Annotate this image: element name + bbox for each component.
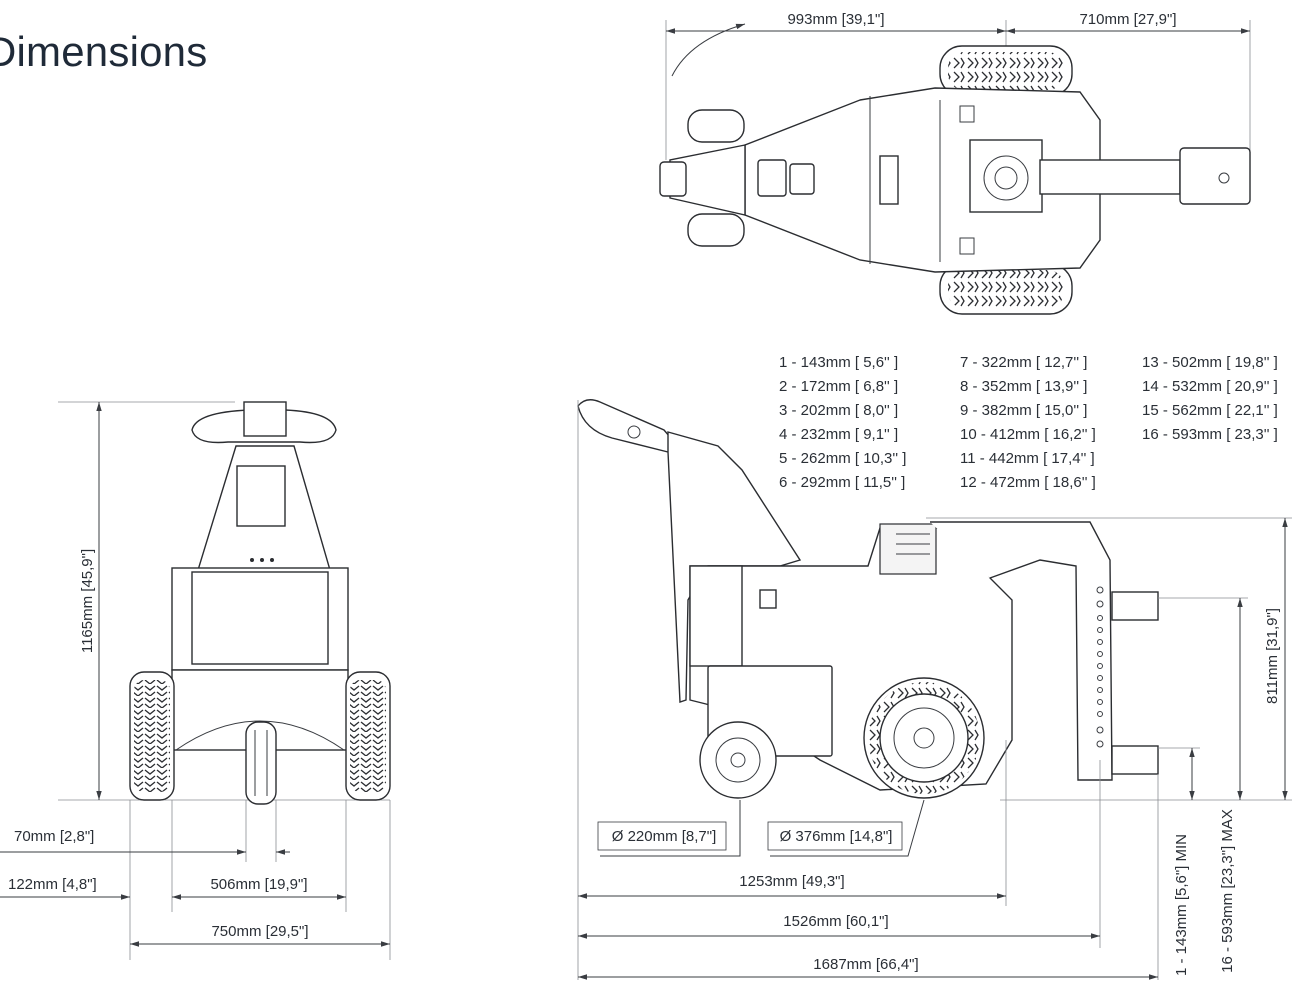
top-handle-grip <box>659 161 687 197</box>
dim-side-length-2: 1526mm [60,1"] <box>783 913 888 930</box>
dim-top-length: 993mm [39,1"] <box>787 11 884 28</box>
hitch-position-legend: 1 - 143mm [ 5,6'' ] 2 - 172mm [ 6,8'' ] … <box>779 354 1278 491</box>
dim-top-hitch: 710mm [27,9"] <box>1079 11 1176 28</box>
top-view <box>659 20 1251 315</box>
dim-front-width: 750mm [29,5"] <box>211 923 308 940</box>
side-hitch-lower <box>1111 745 1159 775</box>
legend-item: 10 - 412mm [ 16,2'' ] <box>960 426 1096 443</box>
dim-side-height: 811mm [31,9"] <box>1264 608 1281 704</box>
dim-side-length-3: 1687mm [66,4"] <box>813 956 918 973</box>
front-panel <box>236 465 286 527</box>
side-view <box>577 399 1292 980</box>
top-handle-lower <box>687 213 745 247</box>
legend-item: 12 - 472mm [ 18,6'' ] <box>960 474 1096 491</box>
legend-item: 9 - 382mm [ 15,0'' ] <box>960 402 1087 419</box>
side-panel <box>689 565 743 667</box>
front-view <box>0 401 391 960</box>
top-plate <box>879 155 899 205</box>
top-motor <box>969 139 1043 213</box>
legend-item: 13 - 502mm [ 19,8'' ] <box>1142 354 1278 371</box>
legend-item: 2 - 172mm [ 6,8'' ] <box>779 378 898 395</box>
top-hitch-head <box>1179 147 1251 205</box>
dim-hitch-max: 16 - 593mm [23,3"] MAX <box>1219 809 1236 973</box>
dim-front-height: 1165mm [45,9"] <box>79 549 96 653</box>
front-castor-wheel <box>245 721 277 805</box>
top-hitch-arm <box>1039 159 1181 195</box>
dim-front-wheel: Ø 220mm [8,7"] <box>612 828 717 845</box>
legend-item: 5 - 262mm [ 10,3'' ] <box>779 450 906 467</box>
legend-item: 7 - 322mm [ 12,7'' ] <box>960 354 1087 371</box>
legend-item: 1 - 143mm [ 5,6'' ] <box>779 354 898 371</box>
legend-item: 8 - 352mm [ 13,9'' ] <box>960 378 1087 395</box>
front-handle-head <box>243 401 287 437</box>
side-motor <box>879 523 937 575</box>
hitch-holes <box>1096 586 1104 748</box>
dim-hitch-min: 1 - 143mm [5,6"] MIN <box>1173 834 1190 976</box>
legend-item: 14 - 532mm [ 20,9'' ] <box>1142 378 1278 395</box>
dim-front-tire: 122mm [4,8"] <box>8 876 97 893</box>
legend-item: 15 - 562mm [ 22,1'' ] <box>1142 402 1278 419</box>
dim-front-track: 506mm [19,9"] <box>210 876 307 893</box>
legend-item: 3 - 202mm [ 8,0'' ] <box>779 402 898 419</box>
side-castor-wheel <box>699 721 777 799</box>
side-tiller-handle <box>577 399 677 453</box>
legend-item: 4 - 232mm [ 9,1'' ] <box>779 426 898 443</box>
dim-side-length-1: 1253mm [49,3"] <box>739 873 844 890</box>
side-hitch-upper <box>1111 591 1159 621</box>
top-handle-upper <box>687 109 745 143</box>
side-hitch-column <box>930 521 1113 781</box>
dim-front-castor: 70mm [2,8"] <box>14 828 94 845</box>
legend-item: 6 - 292mm [ 11,5'' ] <box>779 474 905 491</box>
legend-item: 16 - 593mm [ 23,3'' ] <box>1142 426 1278 443</box>
dim-drive-wheel: Ø 376mm [14,8"] <box>780 828 893 845</box>
legend-item: 11 - 442mm [ 17,4'' ] <box>960 450 1095 467</box>
top-tiller-neck <box>669 144 746 216</box>
page-title: Dimensions <box>0 28 208 75</box>
